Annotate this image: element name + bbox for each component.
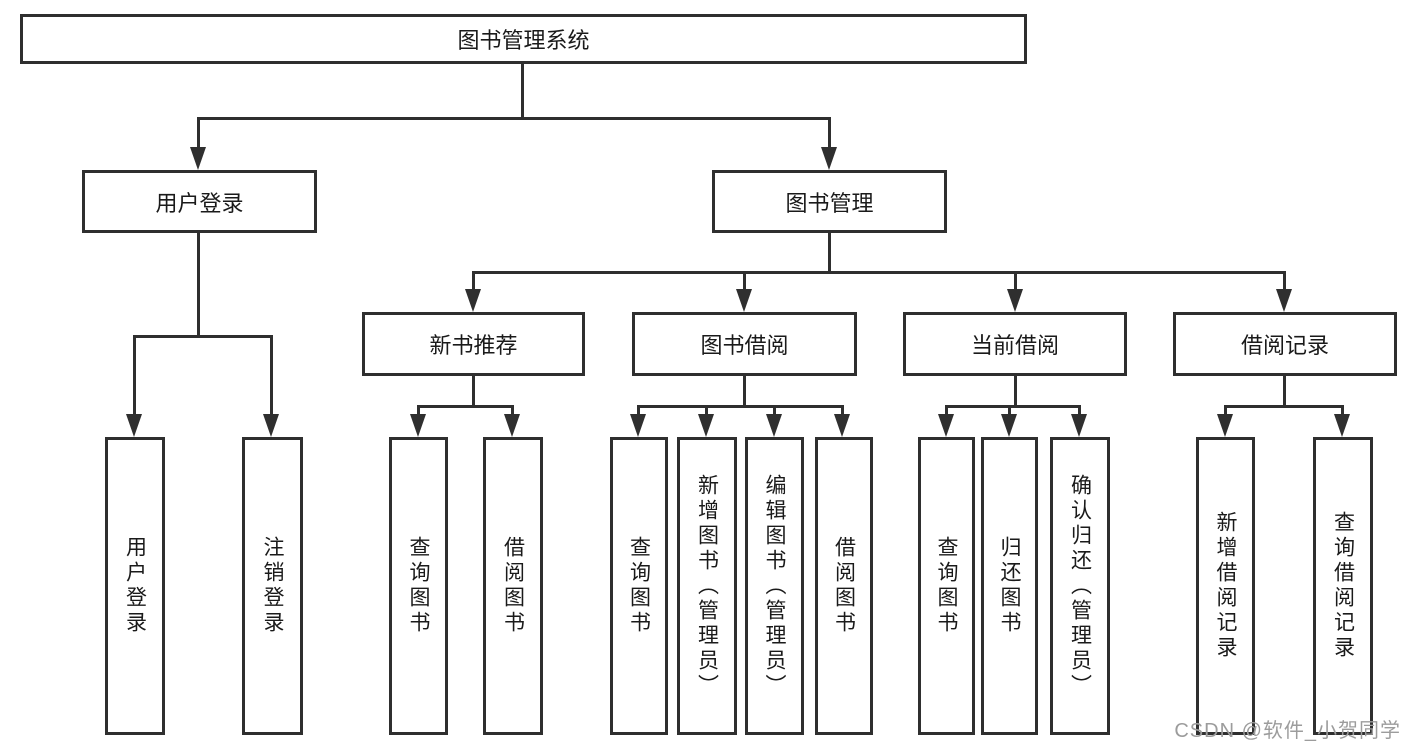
leaf-return-books-label: 归还图书 xyxy=(998,536,1022,636)
leaf-add-books-admin: 新增图书（管理员） xyxy=(677,437,737,735)
connector-bar xyxy=(637,405,844,408)
leaf-borrow-books-recommend: 借阅图书 xyxy=(483,437,543,735)
connector-drop xyxy=(417,405,420,416)
connector-drop xyxy=(841,405,844,416)
connector-drop xyxy=(1008,405,1011,416)
arrowhead-down-icon xyxy=(1001,414,1017,437)
connector-drop xyxy=(472,271,475,291)
connector-drop xyxy=(270,335,273,415)
node-current-borrow: 当前借阅 xyxy=(903,312,1127,376)
leaf-add-borrow-record: 新增借阅记录 xyxy=(1196,437,1255,735)
connector-drop xyxy=(511,405,514,416)
connector-drop xyxy=(828,117,831,148)
leaf-query-books-borrow-label: 查询图书 xyxy=(627,536,651,636)
connector-drop xyxy=(945,405,948,416)
leaf-user-login-label: 用户登录 xyxy=(123,536,147,636)
leaf-query-books-recommend-label: 查询图书 xyxy=(407,536,431,636)
leaf-query-borrow-record: 查询借阅记录 xyxy=(1313,437,1373,735)
arrowhead-down-icon xyxy=(126,414,142,437)
leaf-borrow-books-recommend-label: 借阅图书 xyxy=(501,536,525,636)
leaf-query-books-recommend: 查询图书 xyxy=(389,437,448,735)
arrowhead-down-icon xyxy=(504,414,520,437)
connector-stem xyxy=(472,376,475,408)
connector-drop xyxy=(1283,271,1286,291)
leaf-query-borrow-record-label: 查询借阅记录 xyxy=(1331,511,1355,661)
leaf-add-borrow-record-label: 新增借阅记录 xyxy=(1214,511,1238,661)
node-root-label: 图书管理系统 xyxy=(457,28,590,53)
node-current-borrow-label: 当前借阅 xyxy=(970,333,1059,358)
leaf-edit-books-admin: 编辑图书（管理员） xyxy=(745,437,804,735)
leaf-logout-label: 注销登录 xyxy=(261,536,285,636)
connector-bar xyxy=(417,405,514,408)
arrowhead-down-icon xyxy=(465,289,481,312)
connector-level2-bar xyxy=(197,117,831,120)
connector-drop xyxy=(773,405,776,416)
node-book-management-label: 图书管理 xyxy=(785,190,874,216)
connector-root-stem xyxy=(521,64,524,118)
connector-drop xyxy=(1014,271,1017,291)
connector-drop xyxy=(637,405,640,416)
node-root: 图书管理系统 xyxy=(20,14,1027,64)
arrowhead-down-icon xyxy=(1217,414,1233,437)
connector-drop xyxy=(1078,405,1081,416)
connector-bar xyxy=(1224,405,1343,408)
connector-drop xyxy=(1224,405,1227,416)
arrowhead-down-icon xyxy=(263,414,279,437)
connector-drop xyxy=(743,271,746,291)
node-book-borrow: 图书借阅 xyxy=(632,312,857,376)
arrowhead-down-icon xyxy=(1334,414,1350,437)
connector-bookmgmt-stem xyxy=(828,233,831,273)
arrowhead-down-icon xyxy=(821,147,837,170)
leaf-return-books: 归还图书 xyxy=(981,437,1038,735)
arrowhead-down-icon xyxy=(1007,289,1023,312)
connector-bar xyxy=(945,405,1080,408)
connector-userlogin-stem xyxy=(197,233,200,337)
leaf-borrow-books: 借阅图书 xyxy=(815,437,873,735)
leaf-confirm-return-admin: 确认归还（管理员） xyxy=(1050,437,1110,735)
leaf-query-books-current-label: 查询图书 xyxy=(935,536,959,636)
arrowhead-down-icon xyxy=(1071,414,1087,437)
leaf-logout: 注销登录 xyxy=(242,437,303,735)
arrowhead-down-icon xyxy=(834,414,850,437)
connector-drop xyxy=(705,405,708,416)
connector-drop xyxy=(133,335,136,415)
arrowhead-down-icon xyxy=(938,414,954,437)
connector-userlogin-bar xyxy=(133,335,273,338)
arrowhead-down-icon xyxy=(190,147,206,170)
node-book-borrow-label: 图书借阅 xyxy=(700,333,789,358)
leaf-user-login: 用户登录 xyxy=(105,437,165,735)
connector-stem xyxy=(1014,376,1017,408)
arrowhead-down-icon xyxy=(736,289,752,312)
node-book-management: 图书管理 xyxy=(712,170,947,233)
leaf-edit-books-admin-label: 编辑图书（管理员） xyxy=(763,473,787,699)
arrowhead-down-icon xyxy=(630,414,646,437)
node-borrow-records: 借阅记录 xyxy=(1173,312,1397,376)
node-new-book-recommend-label: 新书推荐 xyxy=(429,333,518,358)
leaf-add-books-admin-label: 新增图书（管理员） xyxy=(695,473,719,699)
node-borrow-records-label: 借阅记录 xyxy=(1240,333,1329,358)
node-user-login-label: 用户登录 xyxy=(155,190,244,216)
connector-drop xyxy=(1341,405,1344,416)
arrowhead-down-icon xyxy=(698,414,714,437)
leaf-query-books-borrow: 查询图书 xyxy=(610,437,668,735)
connector-drop xyxy=(197,117,200,148)
node-new-book-recommend: 新书推荐 xyxy=(362,312,585,376)
arrowhead-down-icon xyxy=(766,414,782,437)
leaf-query-books-current: 查询图书 xyxy=(918,437,975,735)
arrowhead-down-icon xyxy=(410,414,426,437)
node-user-login: 用户登录 xyxy=(82,170,317,233)
arrowhead-down-icon xyxy=(1276,289,1292,312)
connector-stem xyxy=(1283,376,1286,408)
connector-level3-bar xyxy=(472,271,1286,274)
leaf-borrow-books-label: 借阅图书 xyxy=(832,536,856,636)
leaf-confirm-return-admin-label: 确认归还（管理员） xyxy=(1068,473,1092,699)
connector-stem xyxy=(743,376,746,408)
csdn-watermark: CSDN @软件_小贺同学 xyxy=(1174,720,1401,742)
